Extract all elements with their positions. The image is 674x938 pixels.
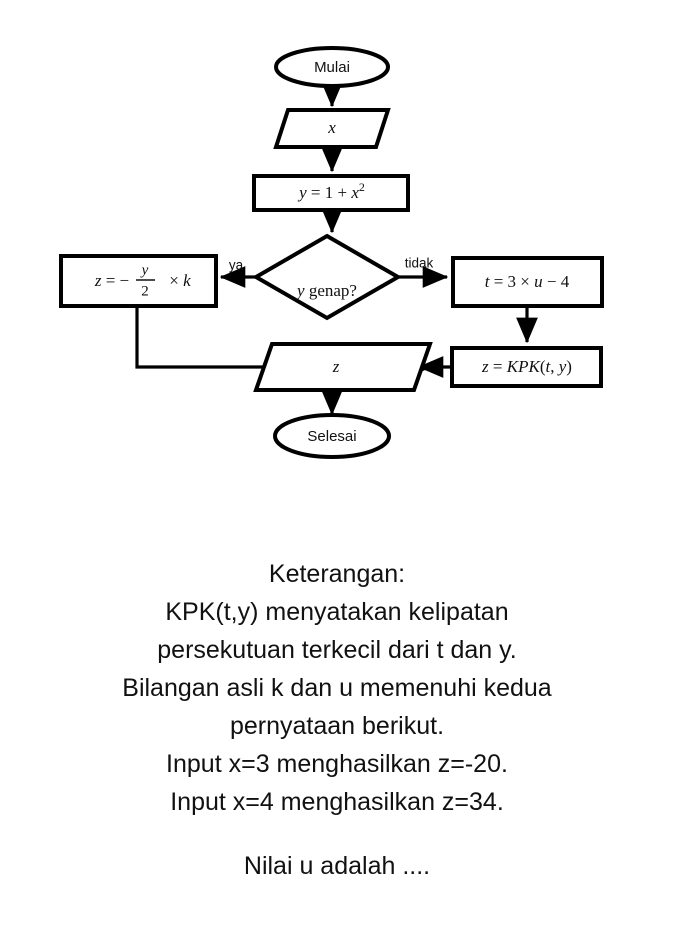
fraction-denominator: 2 <box>141 283 149 299</box>
node-decision-label: y genap? <box>295 281 357 300</box>
caption-line: Keterangan: <box>268 560 406 588</box>
node-input-x-label: x <box>327 118 336 137</box>
node-decision <box>252 233 402 321</box>
node-calc-z-left <box>59 254 218 308</box>
svg-text:z = −: z = − <box>94 271 129 290</box>
node-calc-y-label: y = 1 + x2 <box>297 180 365 202</box>
flowchart-canvas: Mulai x y = 1 + x2 y genap? ya tidak z =… <box>59 46 604 459</box>
node-calc-t <box>451 256 604 308</box>
flowchart-diagram: Mulai x y = 1 + x2 y genap? ya tidak z =… <box>59 46 604 459</box>
node-start <box>274 46 390 88</box>
caption-line: pernyataan berikut. <box>229 712 445 740</box>
caption-line: KPK(t,y) menyatakan kelipatan <box>165 598 509 626</box>
node-calc-kpk <box>450 346 603 388</box>
node-calc-kpk-label: z = KPK(t, y) <box>481 357 572 376</box>
caption-line: Bilangan asli k dan u memenuhi kedua <box>122 674 552 702</box>
edge-label-yes: ya <box>229 258 244 273</box>
node-end-label: Selesai <box>307 428 356 445</box>
node-output-z-label: z <box>332 357 340 376</box>
node-calc-t-label: t = 3 × u − 4 <box>485 272 570 291</box>
node-end <box>273 413 391 459</box>
node-calc-z-left-label: z = − y 2 × k <box>94 262 191 299</box>
caption-question: Nilai u adalah .... <box>243 852 431 880</box>
caption-block: Keterangan: KPK(t,y) menyatakan kelipata… <box>0 555 674 885</box>
node-input-x <box>273 108 391 149</box>
fraction-rhs: × k <box>169 271 191 290</box>
caption-line: Input x=4 menghasilkan z=34. <box>170 788 504 816</box>
edge-label-no: tidak <box>405 256 434 271</box>
fraction-numerator: y <box>140 262 149 278</box>
node-calc-y <box>252 174 410 212</box>
node-start-label: Mulai <box>314 59 350 76</box>
node-output-z <box>253 342 433 392</box>
caption-line: Input x=3 menghasilkan z=-20. <box>166 750 508 778</box>
caption-line: persekutuan terkecil dari t dan y. <box>157 636 517 664</box>
